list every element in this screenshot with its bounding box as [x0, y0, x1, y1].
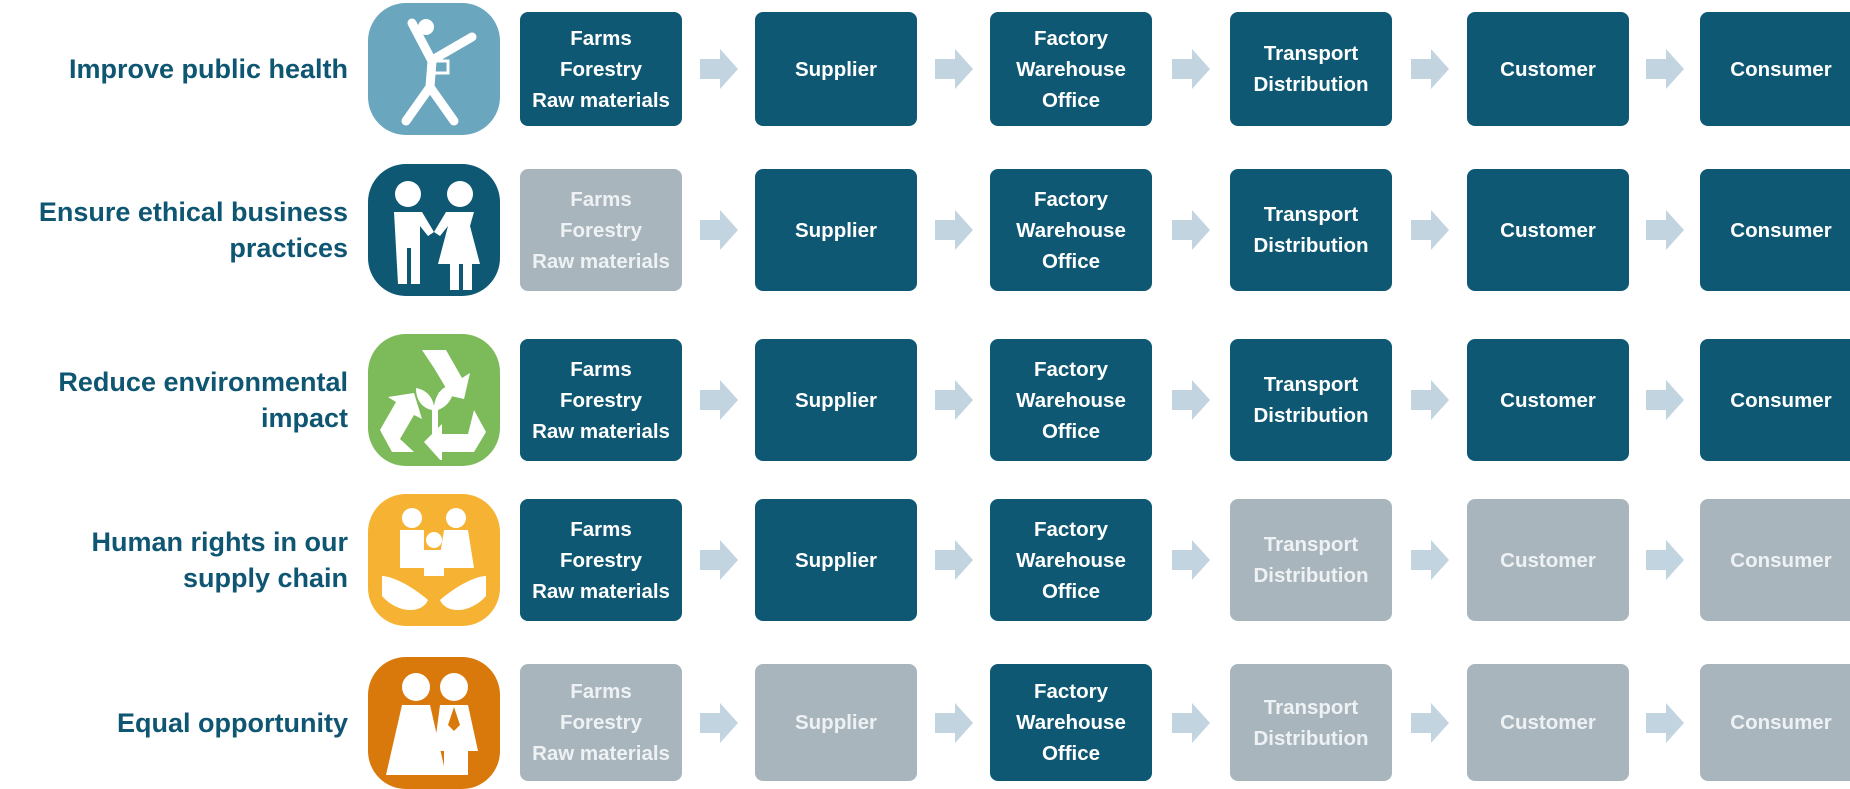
flow-arrow-icon [1411, 210, 1449, 250]
goal-label: Ensure ethical business practices [38, 197, 348, 263]
stage-box: Customer [1467, 169, 1629, 291]
flow-arrow-icon [1411, 703, 1449, 743]
goal-label: Human rights in our supply chain [91, 527, 349, 593]
flow-arrow-icon [935, 540, 973, 580]
flow-arrow-icon [1646, 49, 1684, 89]
stage-box: Factory Warehouse Office [990, 339, 1152, 461]
flow-arrow-icon [1172, 49, 1210, 89]
stage-box: Consumer [1700, 664, 1850, 781]
stage-box: Factory Warehouse Office [990, 169, 1152, 291]
flow-arrow-icon [1646, 703, 1684, 743]
flow-arrow-icon [1172, 380, 1210, 420]
stage-box: Transport Distribution [1230, 12, 1392, 126]
stage-box: Supplier [755, 664, 917, 781]
stage-box: Farms Forestry Raw materials [520, 664, 682, 781]
flow-arrow-icon [935, 210, 973, 250]
flow-arrow-icon [1172, 210, 1210, 250]
stage-box: Supplier [755, 169, 917, 291]
goal-label: Equal opportunity [117, 707, 348, 738]
stage-box: Farms Forestry Raw materials [520, 339, 682, 461]
flow-arrow-icon [1411, 540, 1449, 580]
goal-row: Equal opportunity Farms Forestry Raw mate… [0, 657, 1850, 789]
goal-row: Improve public health Farms Forestry Raw … [0, 3, 1850, 135]
flow-arrow-icon [700, 540, 738, 580]
stage-box: Customer [1467, 339, 1629, 461]
stage-box: Factory Warehouse Office [990, 664, 1152, 781]
flow-arrow-icon [1646, 380, 1684, 420]
stage-box: Consumer [1700, 499, 1850, 621]
stage-box: Consumer [1700, 12, 1850, 126]
stage-box: Consumer [1700, 169, 1850, 291]
stage-box: Customer [1467, 499, 1629, 621]
goal-row: Human rights in our supply chain Farms Fo… [0, 494, 1850, 626]
stage-box: Supplier [755, 339, 917, 461]
flow-arrow-icon [1411, 380, 1449, 420]
stage-box: Customer [1467, 12, 1629, 126]
man-woman-icon [368, 657, 500, 789]
flow-arrow-icon [935, 49, 973, 89]
stage-box: Farms Forestry Raw materials [520, 499, 682, 621]
flow-arrow-icon [700, 703, 738, 743]
stage-box: Transport Distribution [1230, 664, 1392, 781]
flow-arrow-icon [1172, 703, 1210, 743]
stage-box: Farms Forestry Raw materials [520, 12, 682, 126]
goal-row: Ensure ethical business practices Farms F… [0, 164, 1850, 296]
flow-arrow-icon [700, 380, 738, 420]
goal-label: Reduce environmental impact [58, 367, 348, 433]
stage-box: Transport Distribution [1230, 339, 1392, 461]
flow-arrow-icon [1646, 540, 1684, 580]
recycle-plant-icon [368, 334, 500, 466]
public-health-icon [368, 3, 500, 135]
flow-arrow-icon [935, 703, 973, 743]
goal-label: Improve public health [68, 54, 348, 84]
flow-arrow-icon [1646, 210, 1684, 250]
stage-box: Consumer [1700, 339, 1850, 461]
goal-row: Reduce environmental impact Farms Forestr… [0, 334, 1850, 466]
stage-box: Factory Warehouse Office [990, 12, 1152, 126]
flow-arrow-icon [1172, 540, 1210, 580]
flow-arrow-icon [935, 380, 973, 420]
flow-arrow-icon [1411, 49, 1449, 89]
stage-box: Transport Distribution [1230, 169, 1392, 291]
stage-box: Supplier [755, 12, 917, 126]
family-hands-icon [368, 494, 500, 626]
stage-box: Transport Distribution [1230, 499, 1392, 621]
handshake-icon [368, 164, 500, 296]
stage-box: Customer [1467, 664, 1629, 781]
stage-box: Factory Warehouse Office [990, 499, 1152, 621]
flow-arrow-icon [700, 49, 738, 89]
stage-box: Supplier [755, 499, 917, 621]
flow-arrow-icon [700, 210, 738, 250]
stage-box: Farms Forestry Raw materials [520, 169, 682, 291]
